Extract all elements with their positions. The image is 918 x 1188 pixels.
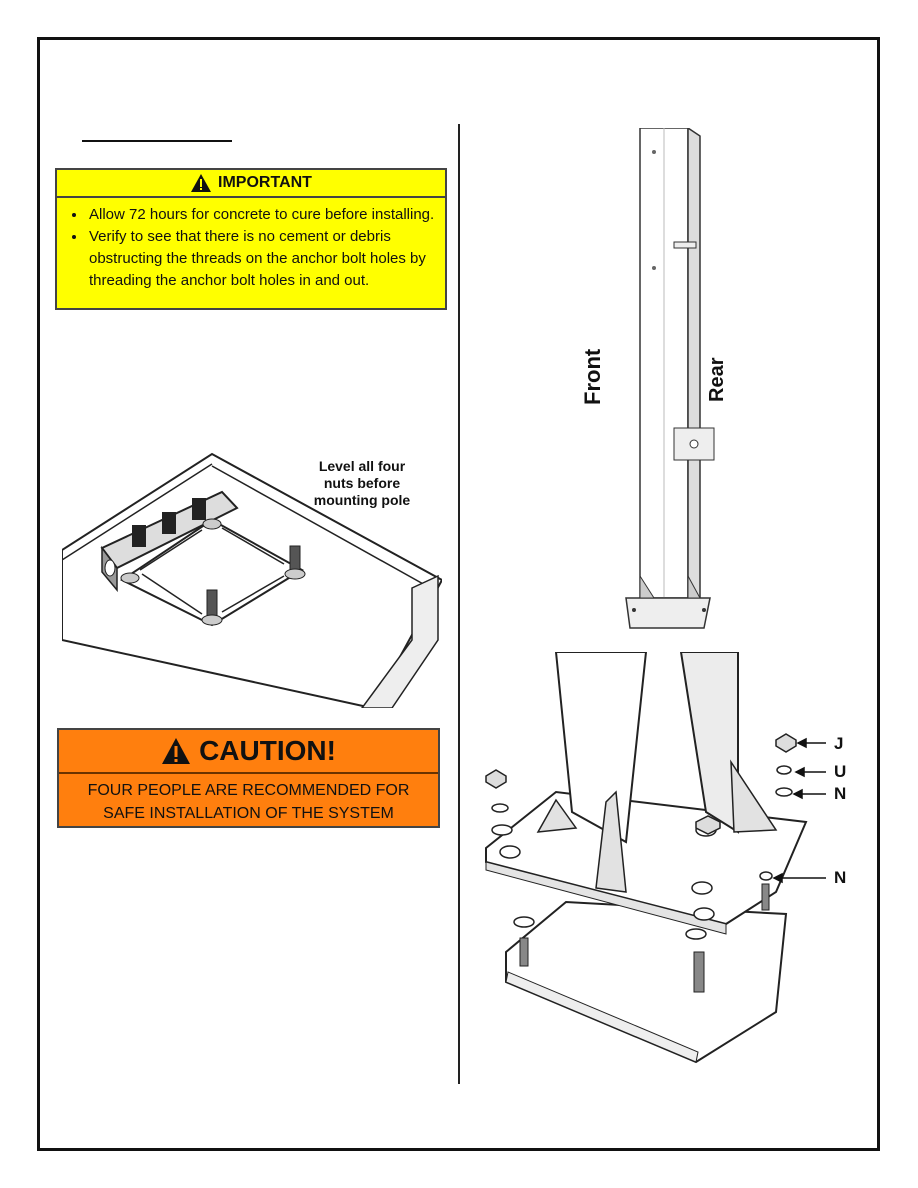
important-header: IMPORTANT — [57, 170, 445, 198]
part-label-u: U — [834, 762, 847, 781]
warning-icon — [162, 738, 191, 764]
part-label-n: N — [834, 784, 847, 803]
base-assembly-figure — [485, 652, 826, 1064]
important-bullet: Verify to see that there is no cement or… — [87, 226, 445, 292]
important-list: Allow 72 hours for concrete to cure befo… — [57, 204, 445, 292]
important-notice: IMPORTANT Allow 72 hours for concrete to… — [55, 168, 447, 310]
warning-icon — [191, 174, 212, 192]
pole-figure — [625, 128, 715, 629]
level-note-line: Level all four — [318, 458, 406, 474]
part-label-j: J — [834, 734, 844, 753]
important-title: IMPORTANT — [218, 174, 312, 191]
part-label-n: N — [834, 868, 847, 887]
level-note-line: mounting pole — [313, 492, 411, 508]
caution-body: FOUR PEOPLE ARE RECOMMENDED FOR SAFE INS… — [59, 774, 438, 825]
column-divider — [458, 124, 460, 1084]
caution-line: FOUR PEOPLE ARE RECOMMENDED FOR — [87, 782, 410, 799]
rear-label: Rear — [706, 357, 728, 402]
level-note: Level all four nuts before mounting pole — [302, 458, 422, 509]
important-bullet: Allow 72 hours for concrete to cure befo… — [87, 204, 445, 226]
level-note-line: nuts before — [323, 475, 401, 491]
anchor-bolt-figure — [62, 452, 442, 708]
caution-title: CAUTION! — [199, 735, 336, 766]
heading-underline — [82, 140, 232, 142]
caution-line: SAFE INSTALLATION OF THE SYSTEM — [103, 805, 394, 822]
caution-notice: CAUTION! FOUR PEOPLE ARE RECOMMENDED FOR… — [57, 728, 440, 828]
page-border — [37, 37, 880, 1151]
caution-header: CAUTION! — [59, 730, 438, 774]
front-label: Front — [580, 348, 605, 405]
